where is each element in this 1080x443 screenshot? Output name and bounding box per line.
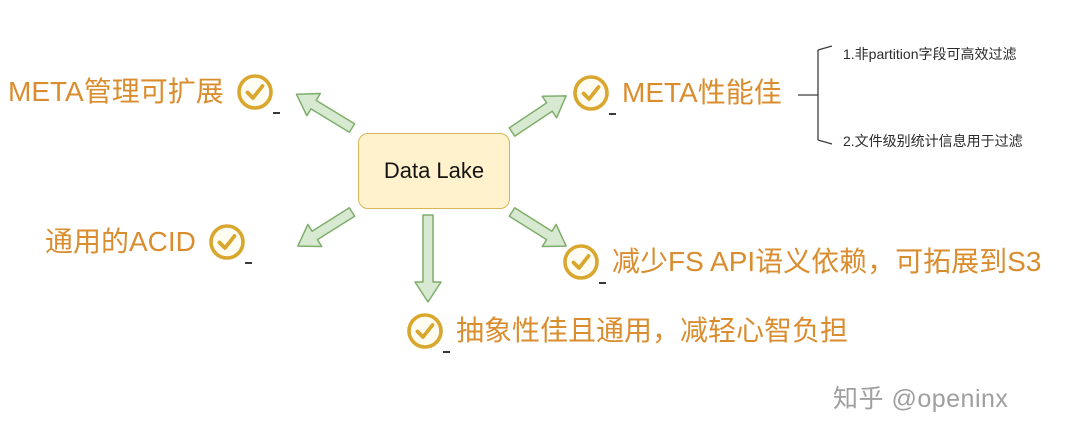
detail-item-2: 2.文件级别统计信息用于过滤 — [843, 133, 1023, 149]
node-generic-acid: 通用的ACID — [45, 222, 252, 264]
node-meta-scalable-label: META管理可扩展 — [8, 76, 224, 107]
check-badge-icon — [208, 223, 252, 264]
check-badge-icon — [236, 73, 280, 114]
node-meta-scalable: META管理可扩展 — [8, 72, 280, 114]
node-abstraction-label: 抽象性佳且通用，减轻心智负担 — [456, 315, 849, 346]
detail-item-1: 1.非partition字段可高效过滤 — [843, 46, 1017, 62]
watermark-zhihu-openinx: 知乎 @openinx — [833, 385, 1009, 413]
badge-underscore-mark — [609, 113, 616, 115]
badge-underscore-mark — [244, 262, 252, 264]
arrow-to-meta-performance — [508, 95, 567, 137]
center-node-label: Data Lake — [383, 158, 485, 183]
badge-underscore-mark — [272, 112, 280, 114]
node-meta-performance-label: META性能佳 — [622, 77, 782, 108]
node-abstraction: 抽象性佳且通用，减轻心智负担 — [406, 311, 849, 353]
check-badge-icon — [406, 312, 450, 353]
arrow-to-meta-scalable — [295, 92, 356, 134]
brace-connector — [798, 45, 833, 145]
badge-underscore-mark — [443, 351, 450, 353]
badge-underscore-mark — [599, 282, 606, 284]
node-fs-api: 减少FS API语义依赖，可拓展到S3 — [562, 242, 1042, 284]
arrow-to-generic-acid — [297, 207, 356, 248]
node-generic-acid-label: 通用的ACID — [45, 226, 196, 257]
node-meta-performance: META性能佳 — [572, 73, 782, 115]
arrow-to-abstraction — [414, 214, 442, 303]
check-badge-icon — [572, 74, 616, 115]
check-badge-icon — [562, 243, 606, 284]
center-node-data-lake: Data Lake — [358, 133, 510, 209]
node-fs-api-label: 减少FS API语义依赖，可拓展到S3 — [612, 246, 1042, 277]
